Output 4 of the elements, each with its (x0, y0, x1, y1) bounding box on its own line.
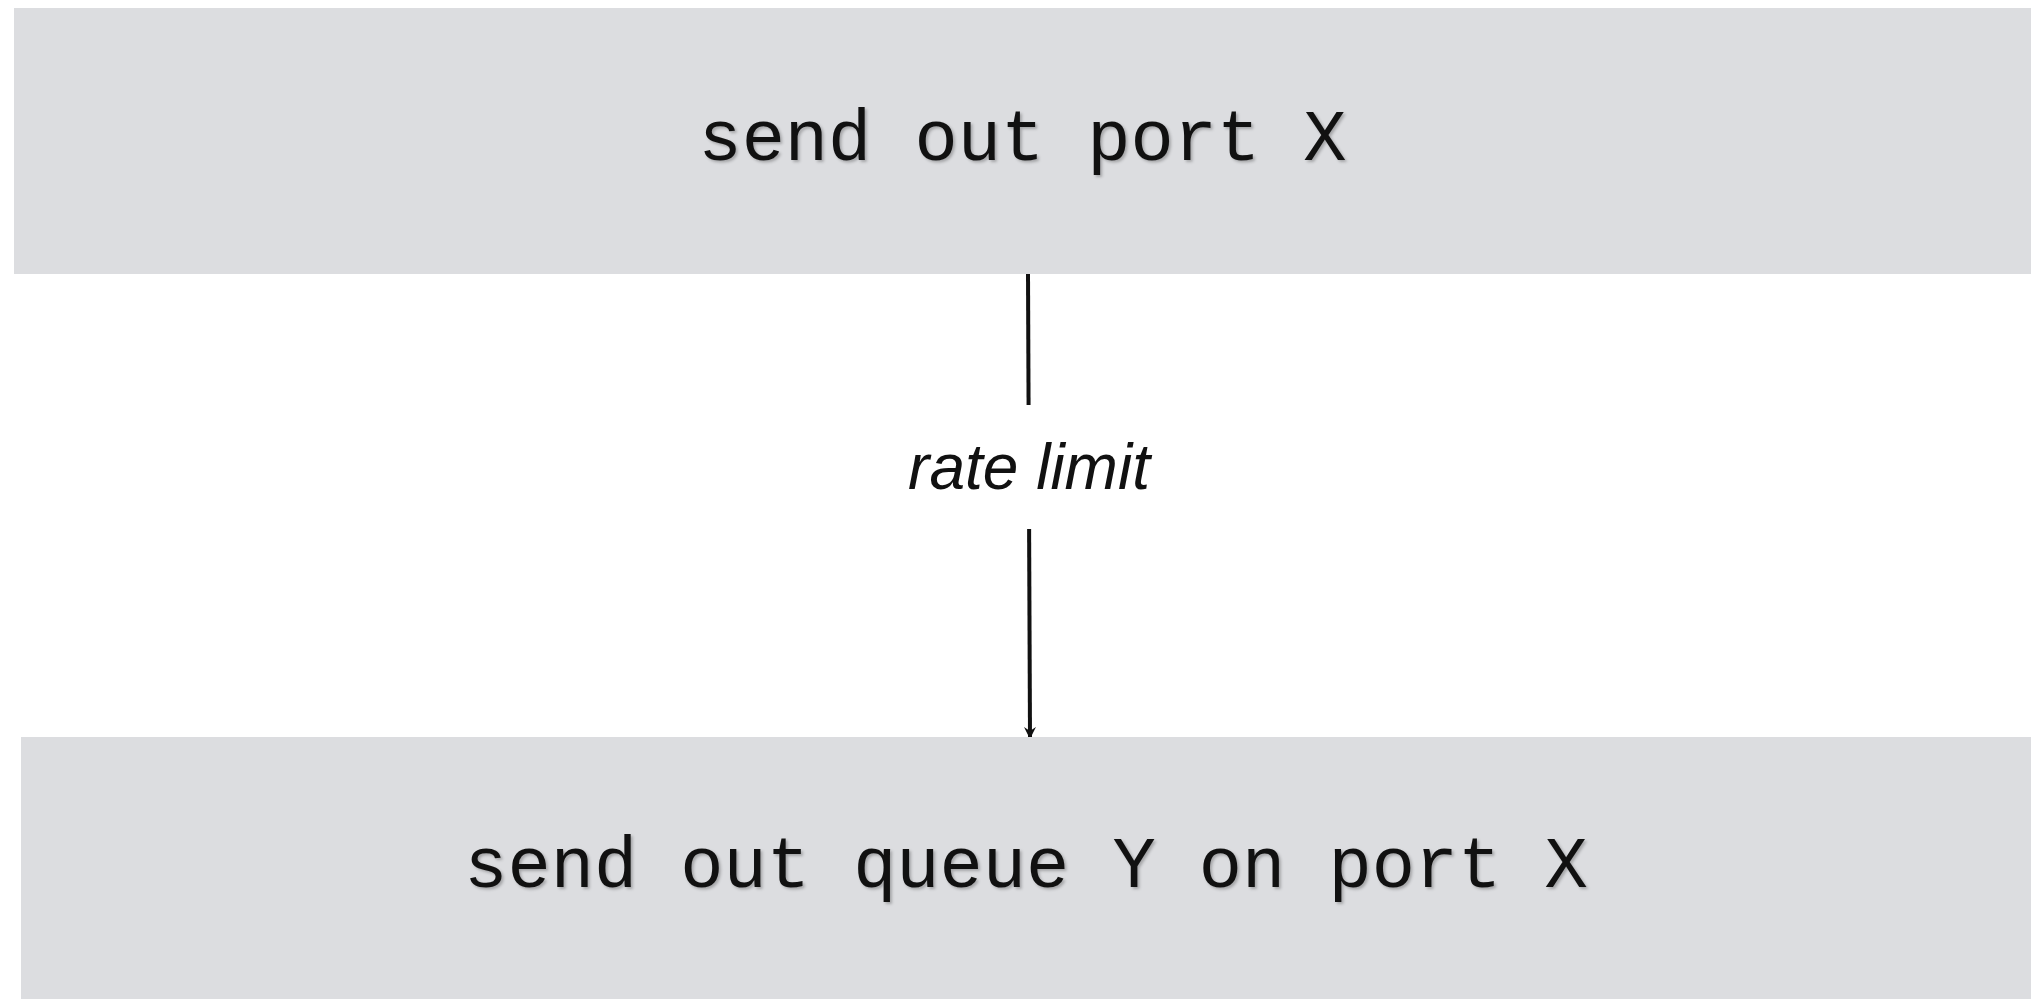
process-box (14, 8, 2031, 274)
process-box (21, 737, 2031, 999)
box-label: send out port X (698, 99, 1347, 184)
box-label: send out queue Y on port X (464, 826, 1588, 911)
